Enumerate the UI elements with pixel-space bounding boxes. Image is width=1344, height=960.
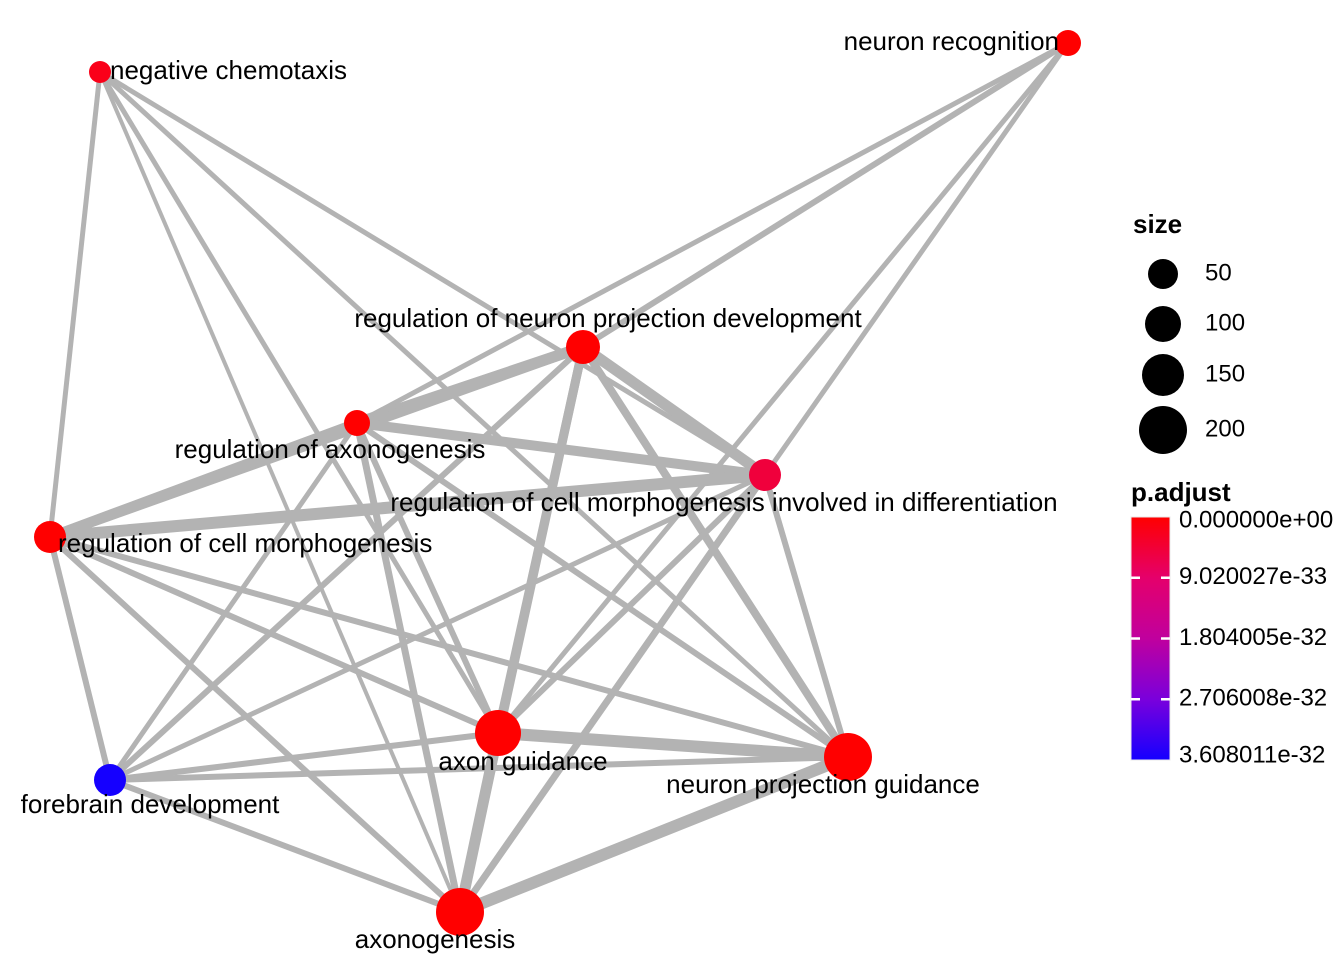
p-adjust-colorbar-labels: 0.000000e+00 9.020027e-33 1.804005e-32 2.70… [1179,506,1333,768]
size-legend-key-circle-100 [1145,306,1181,342]
network-node-forebrain_development[interactable] [94,764,126,796]
network-node-label-negative_chemotaxis: negative chemotaxis [110,55,347,85]
size-legend-key-label-100: 100 [1205,309,1245,336]
network-node-label-neuron_projection_guidance: neuron projection guidance [666,769,980,799]
network-node-axonogenesis[interactable] [436,888,484,936]
network-node-neuron_projection_guidance[interactable] [824,733,872,781]
network-edge [97,70,501,735]
network-edge [108,472,767,783]
colorbar-tick-label: 9.020027e-33 [1179,563,1327,590]
network-edge [354,421,501,735]
network-edges-layer [47,40,1071,918]
colorbar-tick-label: 2.706008e-32 [1179,685,1327,712]
network-node-regulation_of_cell_morphogenesis[interactable] [34,521,66,553]
network-edge [355,40,1070,426]
network-node-label-regulation_of_cell_morphogenesis: regulation of cell morphogenesis [58,528,432,558]
network-node-regulation_of_neuron_projection_development[interactable] [566,330,600,364]
p-adjust-legend-title: p.adjust [1131,477,1231,507]
network-node-axon_guidance[interactable] [475,710,521,756]
network-edge [49,469,766,543]
size-legend-key-circle-150 [1142,354,1184,396]
size-legend-key-circle-200 [1139,406,1187,454]
network-edge [47,534,463,915]
colorbar-tick-label: 3.608011e-32 [1179,741,1325,768]
network-node-label-regulation_of_neuron_projection_development: regulation of neuron projection developm… [354,303,862,333]
size-legend-key-label-150: 150 [1205,360,1245,387]
network-edge [581,40,1070,350]
network-edge [355,420,850,760]
network-nodes-layer [34,30,1081,936]
network-node-label-axonogenesis: axonogenesis [355,924,515,954]
network-edge [98,69,767,478]
network-edge [48,418,359,542]
network-edge [579,342,769,480]
size-legend-keys: 50 100 150 200 [1139,259,1245,454]
network-node-labels-layer: negative chemotaxis neuron recognition reg… [21,26,1059,954]
network-edge [109,730,499,783]
size-legend: size 50 100 150 200 [1133,209,1245,454]
network-edge [47,536,113,781]
network-edge [497,727,849,763]
network-node-label-regulation_of_cell_morphogenesis_involved_in_differentiation: regulation of cell morphogenesis involve… [390,487,1057,517]
size-legend-key-label-200: 200 [1205,415,1245,442]
network-edge [107,344,586,783]
network-edge [495,472,768,736]
size-legend-title: size [1133,209,1182,239]
network-edge [108,777,462,915]
network-node-regulation_of_cell_morphogenesis_involved_in_differentiation[interactable] [749,459,781,491]
network-edge [457,751,851,918]
network-edge [356,418,766,480]
network-edge [762,41,1071,477]
network-edge [48,534,500,736]
colorbar-tick-label: 0.000000e+00 [1179,506,1333,533]
p-adjust-legend: p.adjust 0.000000e+00 9.020027e-33 1.80400… [1130,477,1333,768]
network-edge [762,474,851,758]
network-node-label-forebrain_development: forebrain development [21,789,280,819]
size-legend-key-label-50: 50 [1205,259,1232,286]
network-edge [98,70,850,759]
network-node-regulation_of_axonogenesis[interactable] [344,410,370,436]
network-node-label-regulation_of_axonogenesis: regulation of axonogenesis [175,434,486,464]
network-node-label-axon_guidance: axon guidance [438,746,607,776]
colorbar-tick-label: 1.804005e-32 [1179,624,1327,651]
network-edge [109,754,849,783]
network-edge [454,731,504,914]
network-node-label-neuron_recognition: neuron recognition [844,26,1059,56]
network-edge [49,534,849,760]
network-edge [47,71,103,538]
p-adjust-colorbar-ticks [1131,576,1170,701]
size-legend-key-circle-50 [1148,259,1178,289]
network-node-neuron_recognition[interactable] [1055,30,1081,56]
network-edge [107,421,360,782]
network-edge [496,41,1070,735]
network-node-negative_chemotaxis[interactable] [89,61,111,83]
